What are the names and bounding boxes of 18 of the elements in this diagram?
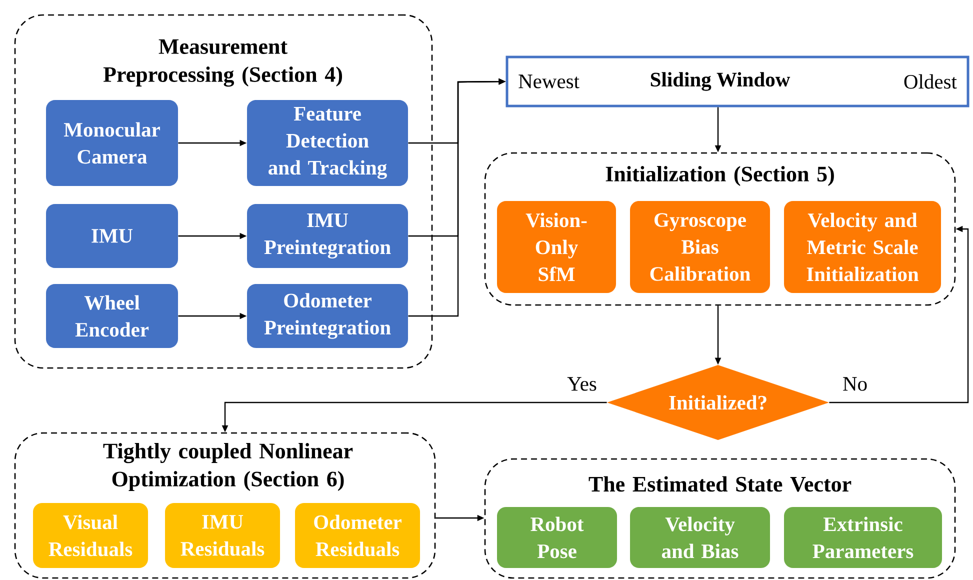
edge-label: Yes <box>566 376 598 392</box>
process-box: Odometer Preintegration <box>247 284 408 348</box>
process-box: Extrinsic Parameters <box>784 507 942 568</box>
process-box: Velocity and Metric Scale Initialization <box>784 201 941 293</box>
sliding-window-box: Newest Sliding Window Oldest <box>506 56 970 108</box>
process-box: Velocity and Bias <box>630 507 770 568</box>
process-box: Odometer Residuals <box>295 503 420 568</box>
edge-label: No <box>841 376 869 392</box>
process-box: IMU Preintegration <box>247 204 408 268</box>
process-box: Wheel Encoder <box>46 284 178 348</box>
process-box: IMU <box>46 204 178 268</box>
process-box: Gyroscope Bias Calibration <box>630 201 770 293</box>
process-box: Feature Detection and Tracking <box>247 100 408 186</box>
process-box: Vision-Only SfM <box>497 201 616 293</box>
process-box: Robot Pose <box>497 507 617 568</box>
process-box: Monocular Camera <box>46 100 178 186</box>
process-box: Visual Residuals <box>33 503 148 568</box>
process-box: IMU Residuals <box>165 503 280 568</box>
